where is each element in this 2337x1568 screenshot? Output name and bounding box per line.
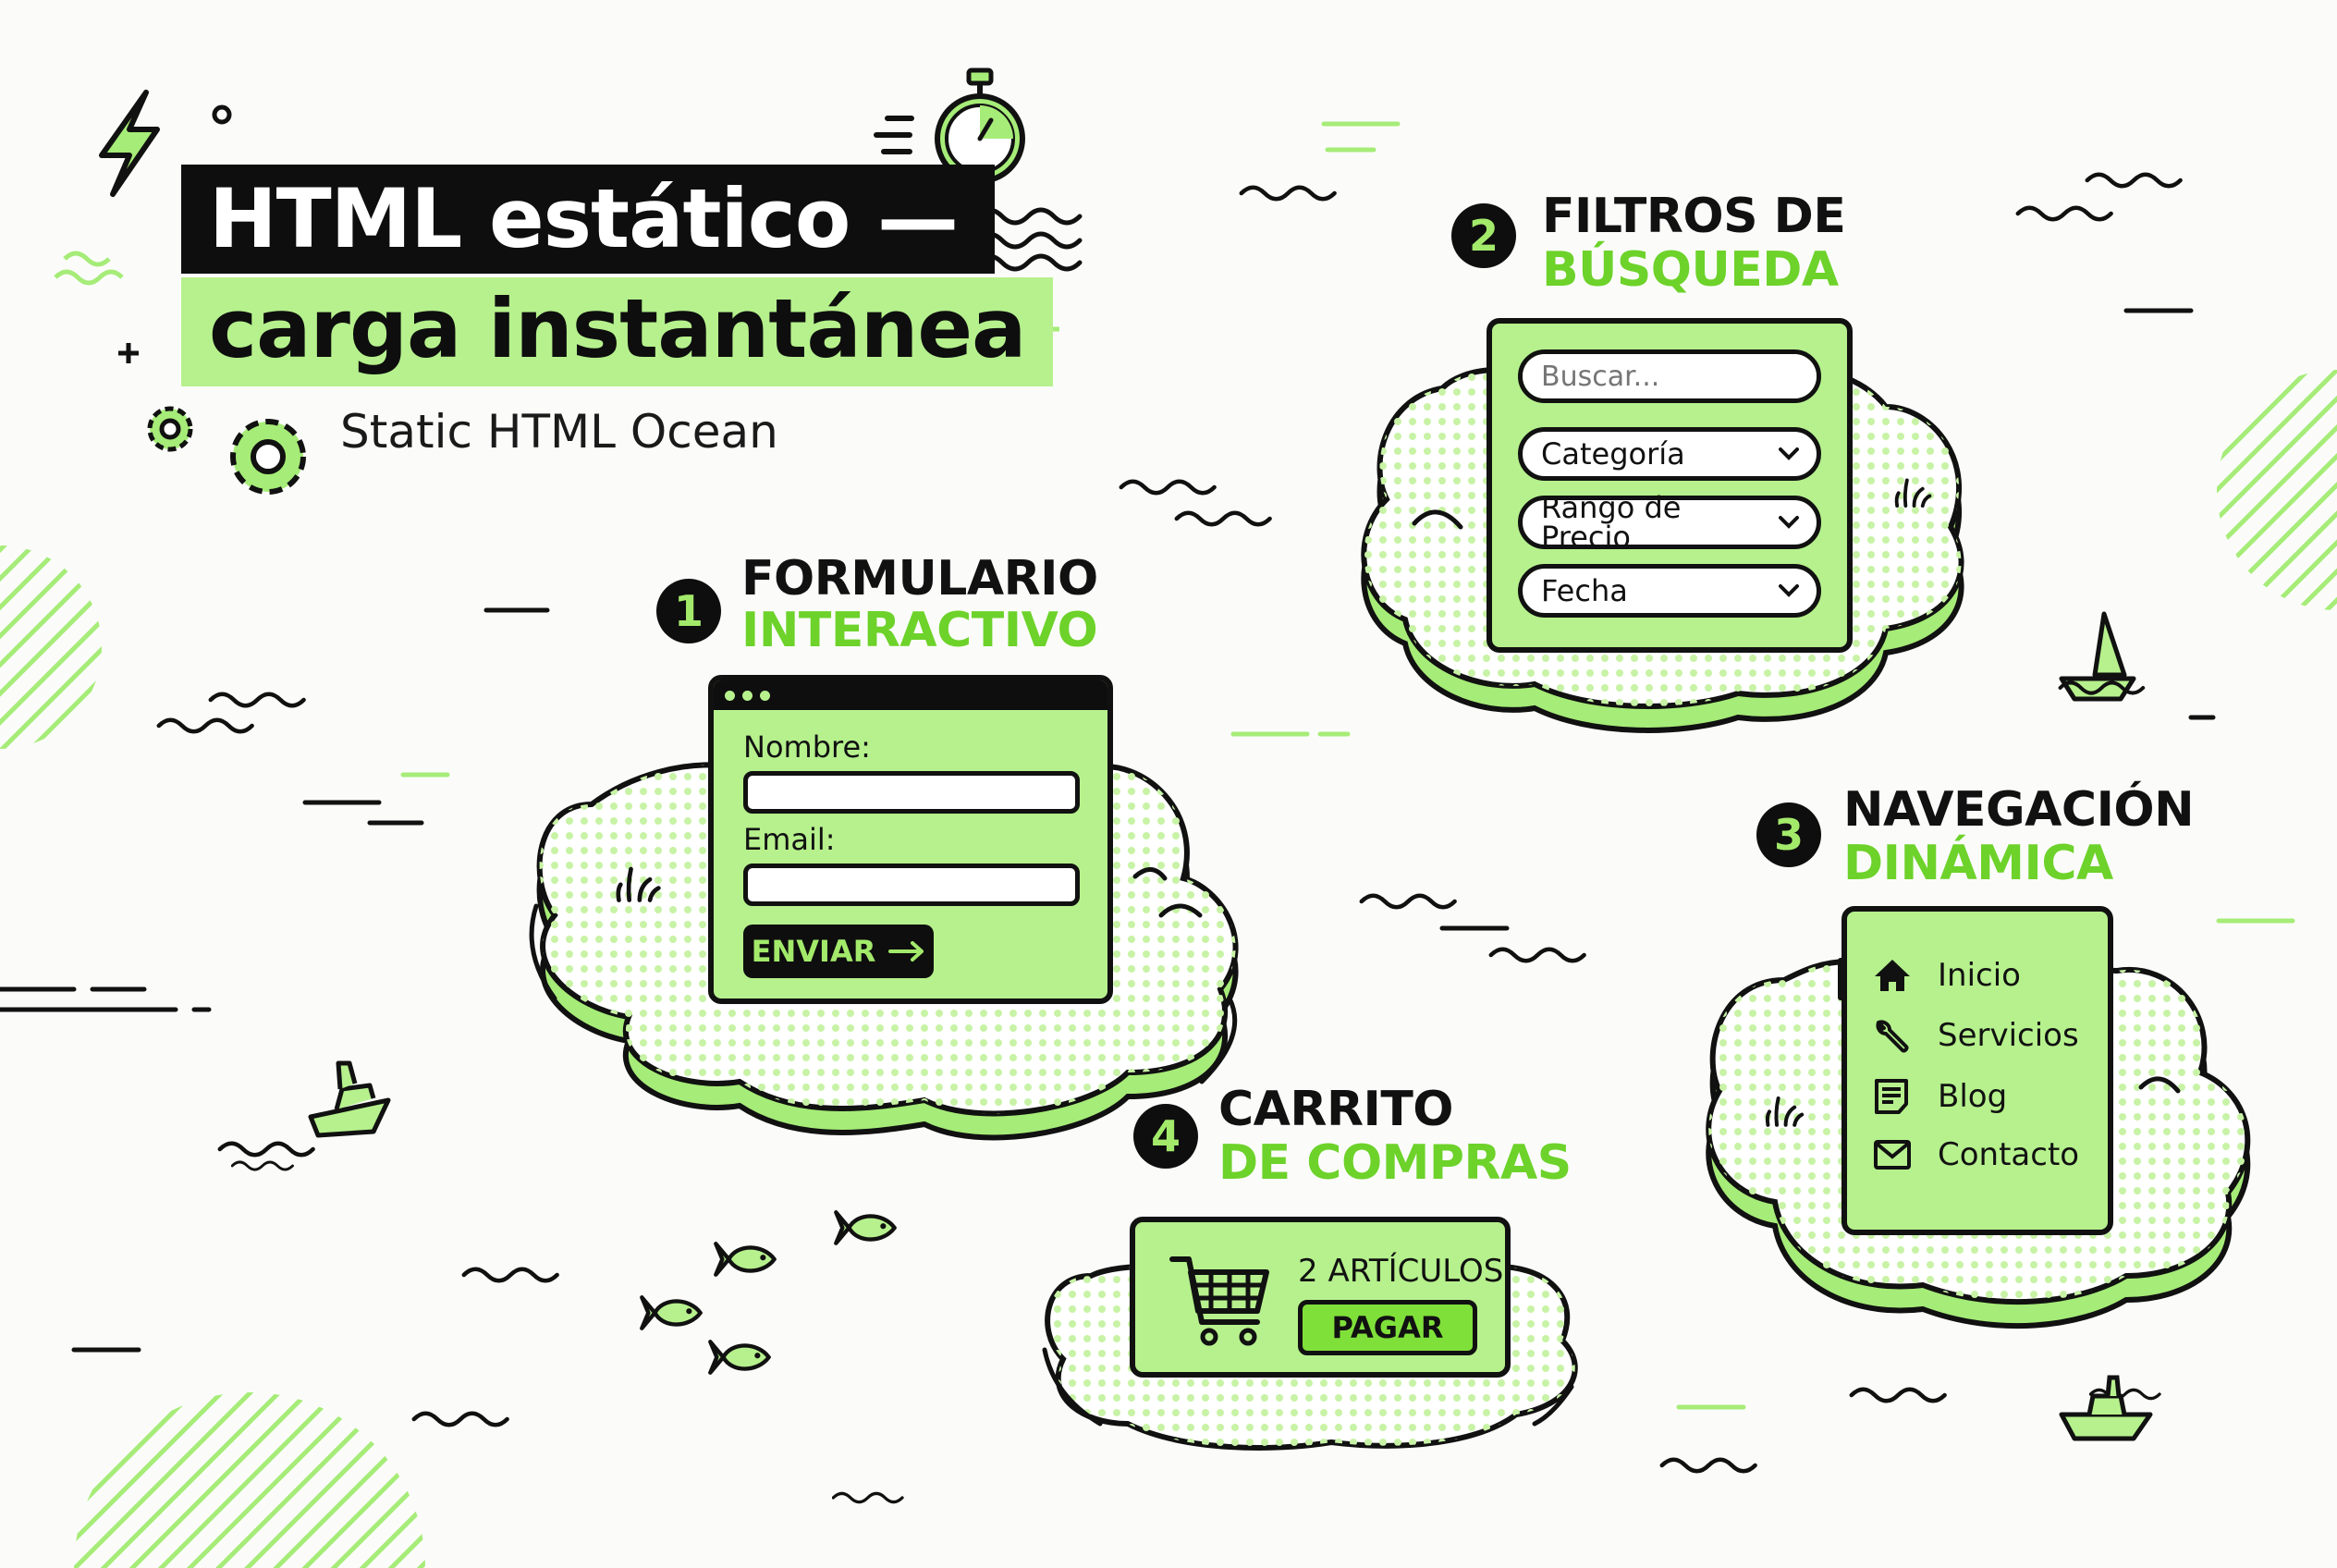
search-bar[interactable] (1518, 349, 1821, 403)
name-input[interactable] (743, 771, 1080, 814)
window-dot (742, 690, 752, 701)
nav-item-label: Blog (1938, 1078, 2008, 1115)
section-2-title: FILTROS DE (1542, 189, 1846, 244)
section-1-subtitle: INTERACTIVO (741, 603, 1098, 658)
home-icon (1875, 960, 1910, 991)
subtitle: Static HTML Ocean (340, 405, 778, 459)
name-label: Nombre: (743, 729, 871, 765)
nav-item-blog[interactable]: Blog (1873, 1078, 2108, 1115)
submit-label: ENVIAR (751, 934, 876, 969)
section-2-badge: 2 (1451, 203, 1516, 268)
contact-form-window: Nombre: Email: ENVIAR (708, 675, 1113, 1004)
section-3-title: NAVEGACIÓN (1843, 782, 2195, 838)
window-dot (725, 690, 735, 701)
window-titlebar (714, 680, 1107, 710)
section-3-subtitle: DINÁMICA (1843, 836, 2113, 891)
navigation-menu: Inicio Servicios Blog Contacto (1838, 906, 2113, 1235)
shopping-cart-icon (1169, 1256, 1269, 1346)
search-input[interactable] (1523, 354, 1817, 398)
title-line-1: HTML estático — (181, 165, 995, 274)
date-dropdown[interactable]: Fecha (1518, 564, 1821, 618)
section-4-title: CARRITO (1218, 1082, 1454, 1137)
section-2-subtitle: BÚSQUEDA (1542, 242, 1839, 298)
price-range-dropdown[interactable]: Rango de Precio (1518, 490, 1821, 555)
email-label: Email: (743, 822, 836, 857)
section-3-badge: 3 (1756, 802, 1821, 867)
nav-item-label: Contacto (1938, 1136, 2080, 1173)
search-filters-panel: Categoría Rango de Precio Fecha (1487, 318, 1853, 653)
cart-item-count: 2 ARTÍCULOS (1298, 1253, 1504, 1290)
chevron-down-icon (1779, 447, 1799, 460)
wrench-icon (1876, 1020, 1909, 1053)
section-4-subtitle: DE COMPRAS (1218, 1135, 1572, 1191)
price-range-label: Rango de Precio (1541, 490, 1682, 555)
section-1-badge: 1 (656, 579, 721, 643)
nav-item-contacto[interactable]: Contacto (1873, 1139, 2108, 1170)
title-line-2: carga instantánea (181, 277, 1054, 386)
nav-item-label: Servicios (1938, 1017, 2079, 1054)
arrow-right-icon (888, 941, 924, 962)
mail-icon (1874, 1140, 1911, 1170)
email-input[interactable] (743, 864, 1080, 906)
nav-item-label: Inicio (1938, 957, 2021, 994)
shopping-cart-widget: 2 ARTÍCULOS PAGAR (1130, 1217, 1511, 1378)
date-label: Fecha (1541, 573, 1628, 608)
document-icon (1875, 1079, 1908, 1114)
active-indicator (1838, 958, 1845, 1000)
nav-item-servicios[interactable]: Servicios (1873, 1017, 2108, 1054)
submit-button[interactable]: ENVIAR (743, 925, 934, 978)
section-1-title: FORMULARIO (741, 551, 1098, 606)
category-label: Categoría (1541, 436, 1685, 472)
nav-item-inicio[interactable]: Inicio (1873, 958, 2108, 993)
checkout-button[interactable]: PAGAR (1298, 1300, 1477, 1355)
category-dropdown[interactable]: Categoría (1518, 427, 1821, 481)
chevron-down-icon (1779, 516, 1799, 529)
section-4-badge: 4 (1133, 1104, 1198, 1169)
window-dot (760, 690, 770, 701)
chevron-down-icon (1779, 584, 1799, 597)
